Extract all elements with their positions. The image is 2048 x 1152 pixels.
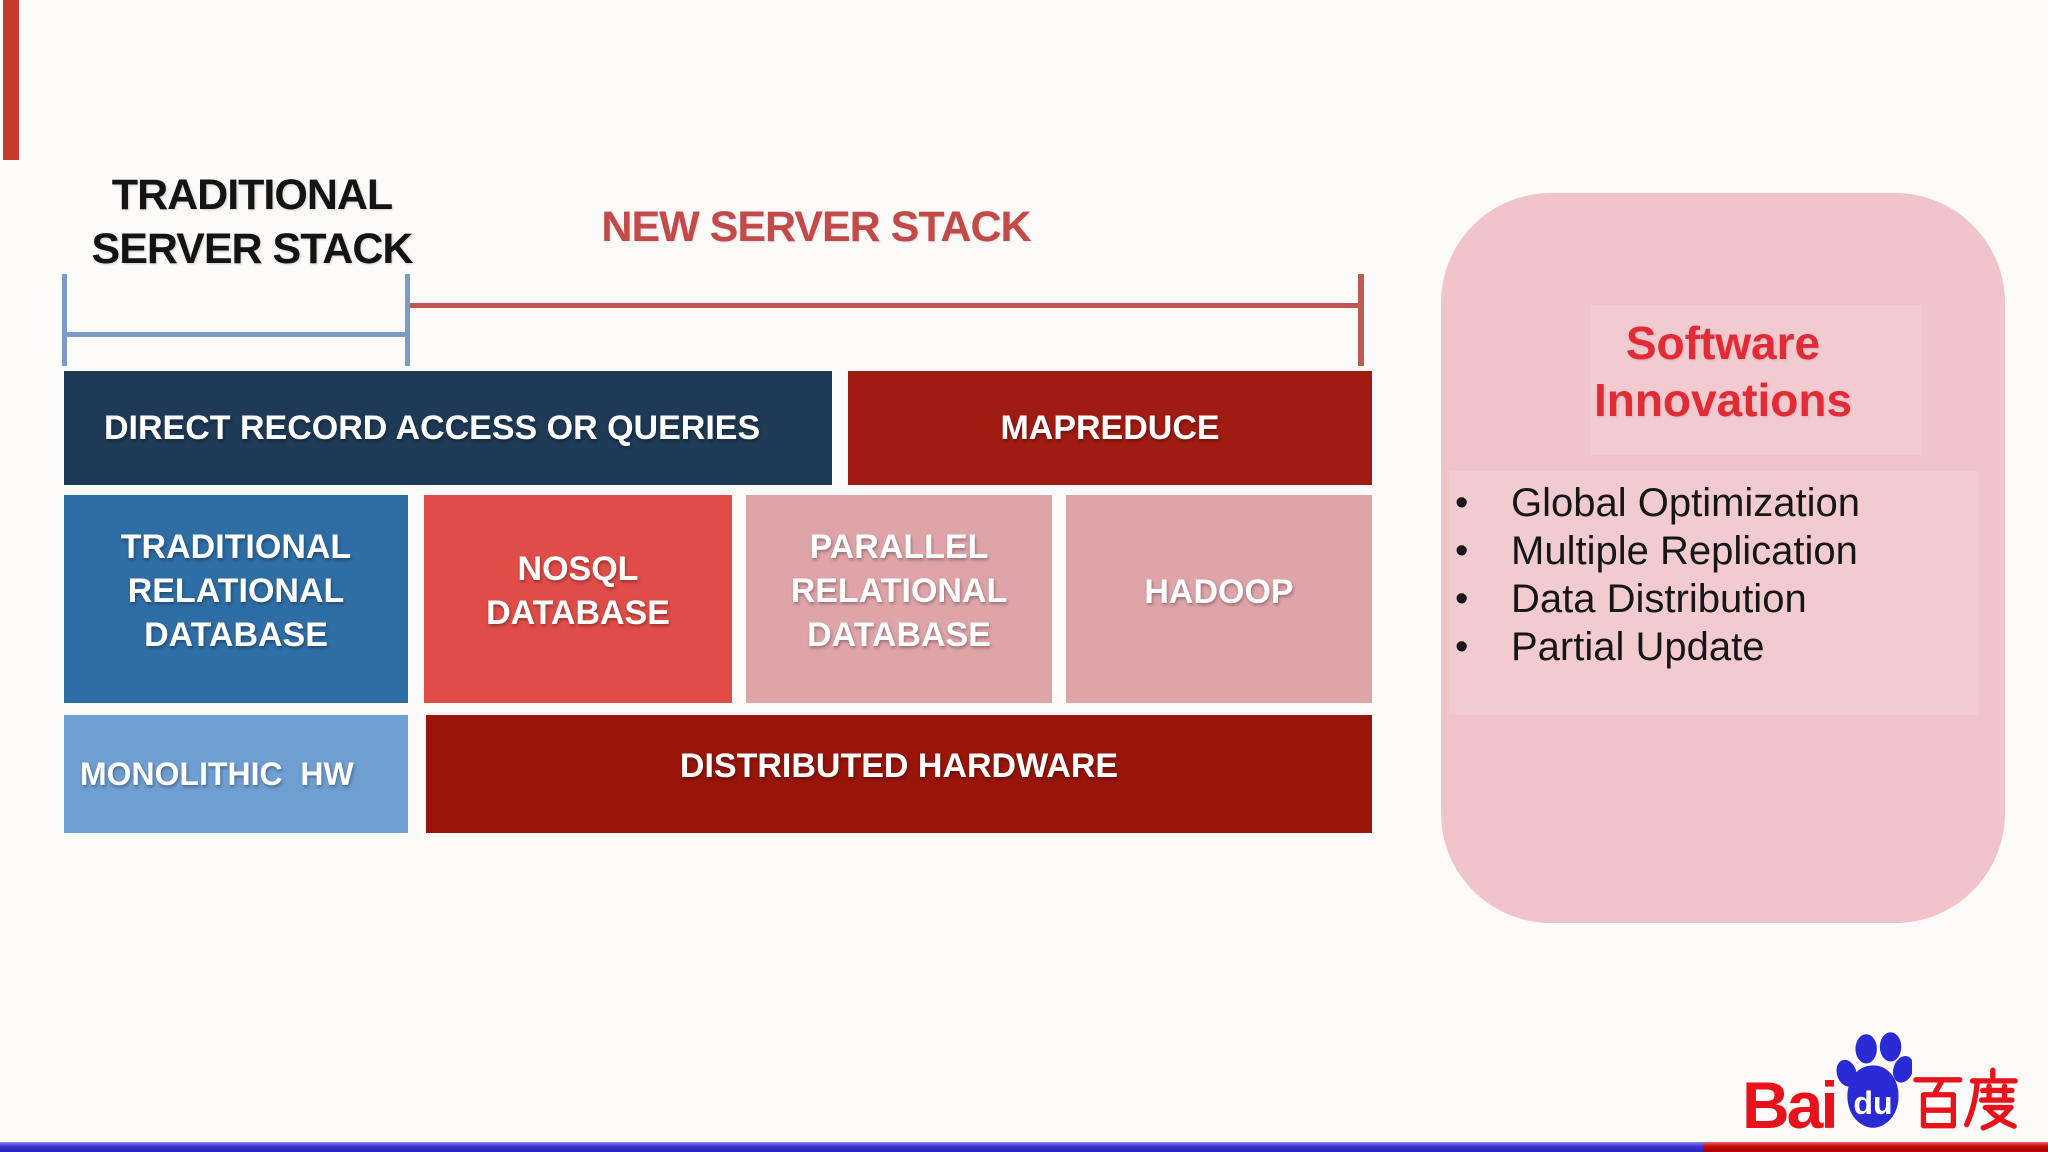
innovation-item: Partial Update [1441,623,1981,671]
baidu-logo: Bai du [1742,1028,2022,1142]
panel-title-line1: Software [1625,317,1821,369]
panel-title-highlight [1591,305,1921,455]
parallel-relational-database-box: PARALLEL RELATIONAL DATABASE [746,495,1052,703]
baidu-paw-icon: du [1836,1032,1912,1128]
panel-title-line2: Innovations [1593,374,1853,426]
bottom-rule-red [1703,1142,2048,1152]
nosql-database-box: NOSQL DATABASE [424,495,732,703]
traditional-bracket-line [64,332,410,337]
software-innovations-panel: Software Innovations Global Optimization… [1441,193,2005,923]
software-innovations-title: Software Innovations [1441,315,2005,429]
traditional-title-line2: SERVER STACK [91,225,414,273]
innovation-item: Data Distribution [1441,575,1981,623]
monolithic-hw-box: MONOLITHIC HW [64,715,408,833]
innovations-list: Global OptimizationMultiple ReplicationD… [1441,479,1981,671]
baidu-logo-du-text: du [1853,1085,1892,1121]
new-bracket-tick-right [1358,274,1364,366]
baidu-hanzi-text [1913,1067,2018,1131]
innovation-item: Multiple Replication [1441,527,1981,575]
innovation-item: Global Optimization [1441,479,1981,527]
direct-record-access-box: DIRECT RECORD ACCESS OR QUERIES [64,371,832,485]
hadoop-box: HADOOP [1066,495,1372,703]
traditional-server-stack-title: TRADITIONAL SERVER STACK [57,168,447,276]
baidu-logo-bai-text: Bai [1742,1067,1839,1142]
traditional-bracket-tick-right [405,274,410,366]
mapreduce-box: MAPREDUCE [848,371,1372,485]
bottom-rule-blue [0,1142,1703,1152]
accent-bar [3,0,19,160]
new-server-stack-title: NEW SERVER STACK [601,203,1031,251]
traditional-bracket-tick-left [62,274,67,366]
traditional-relational-database-box: TRADITIONAL RELATIONAL DATABASE [64,495,408,703]
traditional-title-line1: TRADITIONAL [111,171,393,219]
distributed-hardware-box: DISTRIBUTED HARDWARE [426,715,1372,833]
new-bracket-line [410,303,1360,308]
